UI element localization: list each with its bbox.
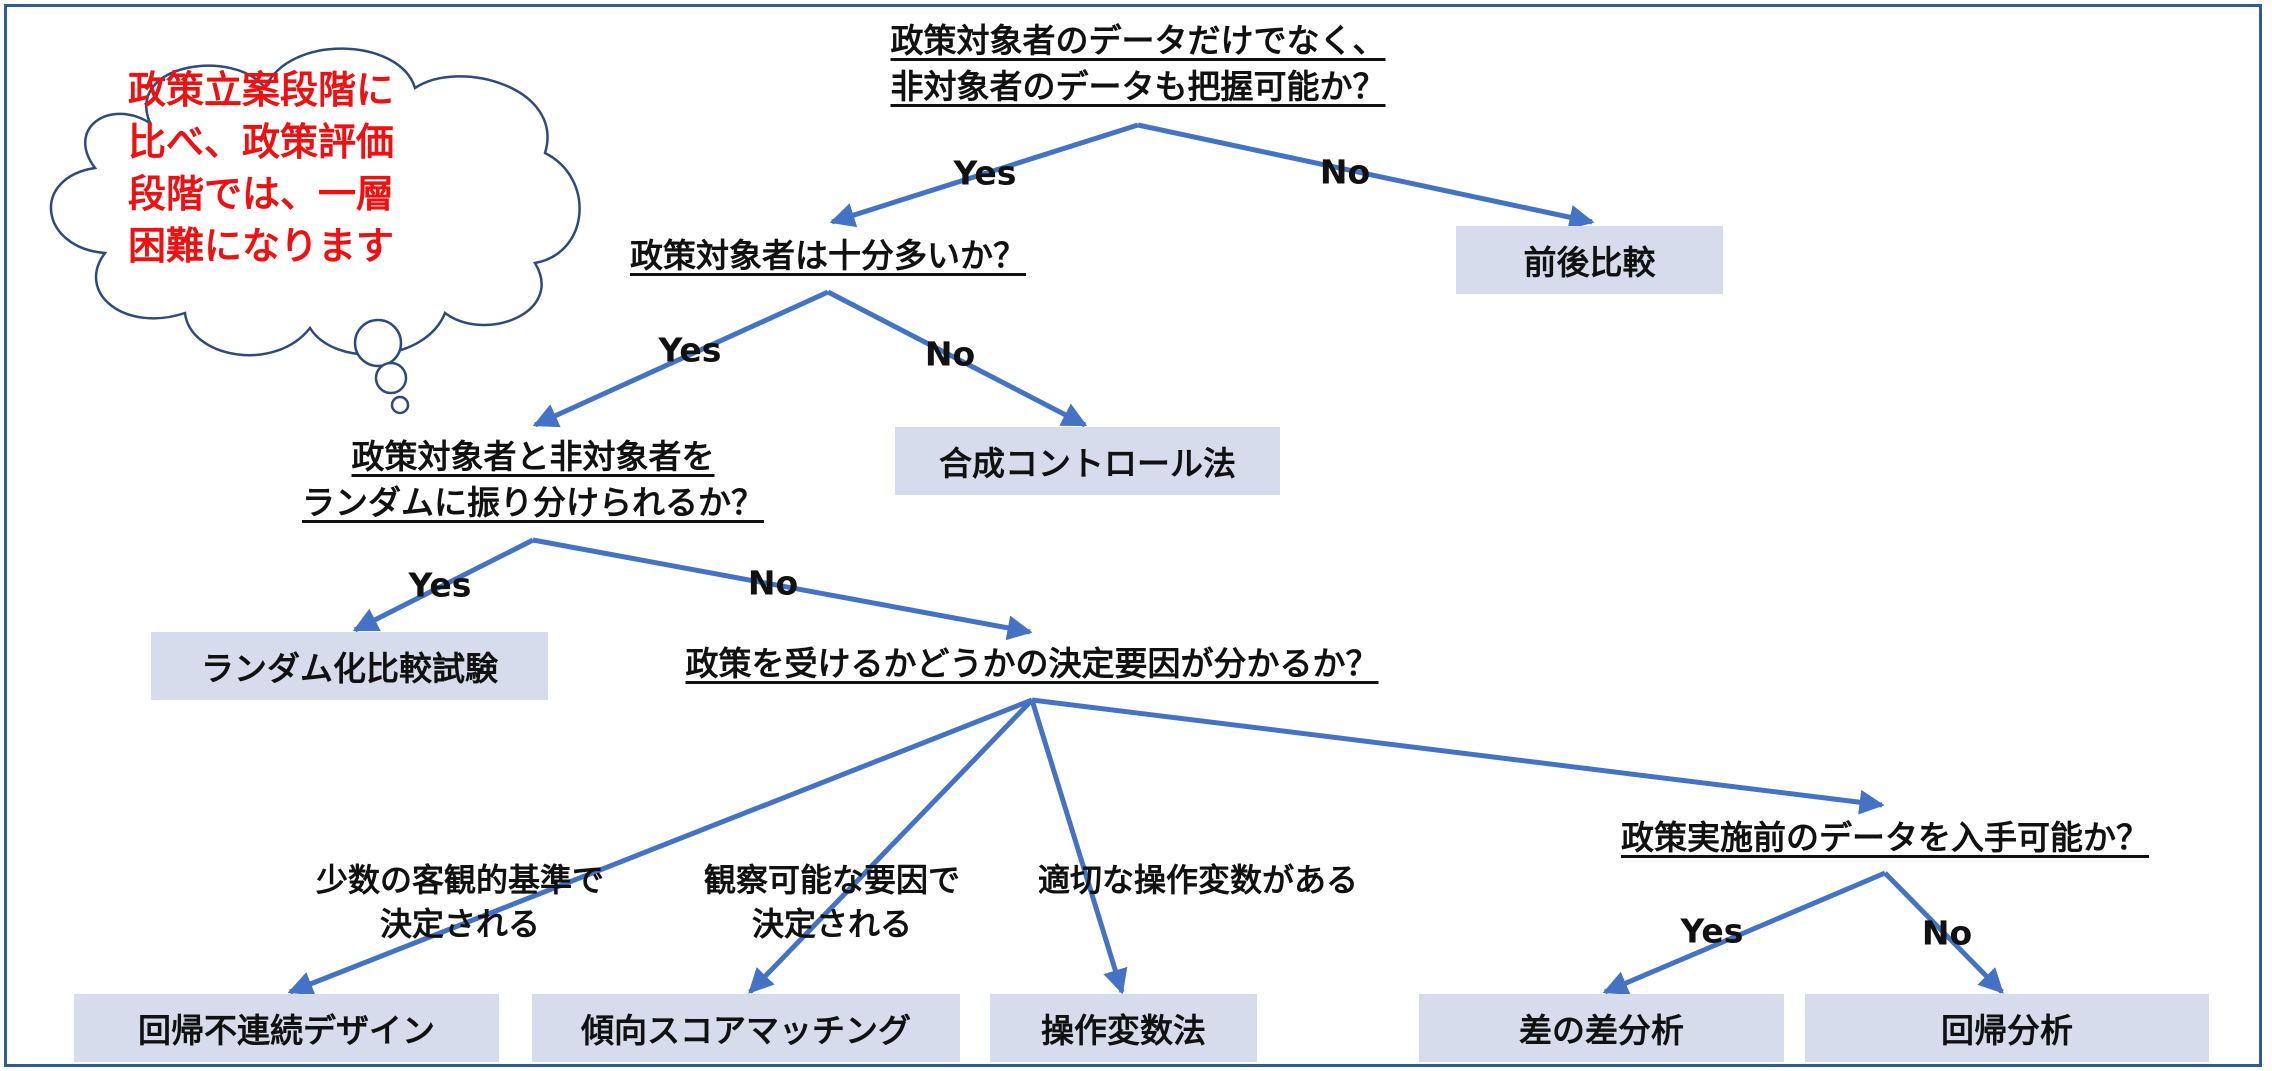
arrow-q4-rdd [287, 697, 1033, 996]
method-psm: 傾向スコアマッチング [532, 994, 960, 1062]
arrow-q3-yes [352, 537, 535, 633]
label-q3-yes: Yes [408, 565, 472, 605]
method-before-after: 前後比較 [1456, 226, 1723, 294]
arrow-q1-no [1137, 122, 1595, 230]
method-rct: ランダム化比較試験 [151, 632, 548, 700]
arrow-q4-iv [1029, 699, 1128, 995]
question-randomization: 政策対象者と非対象者を ランダムに振り分けられるか？ [302, 437, 764, 522]
arrow-q5-yes [1602, 870, 1886, 995]
arrow-q1-yes [829, 122, 1139, 228]
question-pre-policy-data: 政策実施前のデータを入手可能か？ [1621, 818, 2149, 857]
thought-bubble-text: 政策立案段階に 比べ、政策評価 段階では、一層 困難になります [128, 68, 395, 268]
condition-instrument: 適切な操作変数がある [1037, 861, 1359, 899]
arrow-q2-yes [532, 289, 830, 428]
label-q2-no: No [924, 334, 976, 374]
arrow-q2-no [826, 289, 1088, 428]
arrow-q3-no [532, 537, 1033, 641]
question-sample-size: 政策対象者は十分多いか？ [630, 236, 1026, 275]
label-q5-no: No [1921, 913, 1973, 953]
method-did: 差の差分析 [1419, 994, 1784, 1062]
label-q5-yes: Yes [1680, 911, 1744, 951]
diagram-frame [4, 4, 2262, 1067]
question-data-availability: 政策対象者のデータだけでなく、 非対象者のデータも把握可能か？ [890, 21, 1386, 106]
method-rdd: 回帰不連続デザイン [74, 994, 499, 1062]
label-q1-no: No [1319, 152, 1371, 192]
label-q3-no: No [747, 563, 799, 603]
label-q2-yes: Yes [658, 330, 722, 370]
condition-observable-factors: 観察可能な要因で 決定される [703, 861, 961, 943]
condition-objective-criteria: 少数の客観的基準で 決定される [315, 861, 605, 943]
method-iv: 操作変数法 [990, 994, 1257, 1062]
thought-bubble [49, 47, 581, 415]
question-determinants: 政策を受けるかどうかの決定要因が分かるか？ [685, 644, 1379, 683]
label-q1-yes: Yes [953, 153, 1017, 193]
method-regression: 回帰分析 [1805, 994, 2209, 1062]
arrow-q4-psm [748, 698, 1034, 994]
arrow-q5-no [1883, 871, 2004, 994]
arrow-q4-q5 [1031, 697, 1885, 815]
method-synthetic-control: 合成コントロール法 [895, 427, 1280, 495]
